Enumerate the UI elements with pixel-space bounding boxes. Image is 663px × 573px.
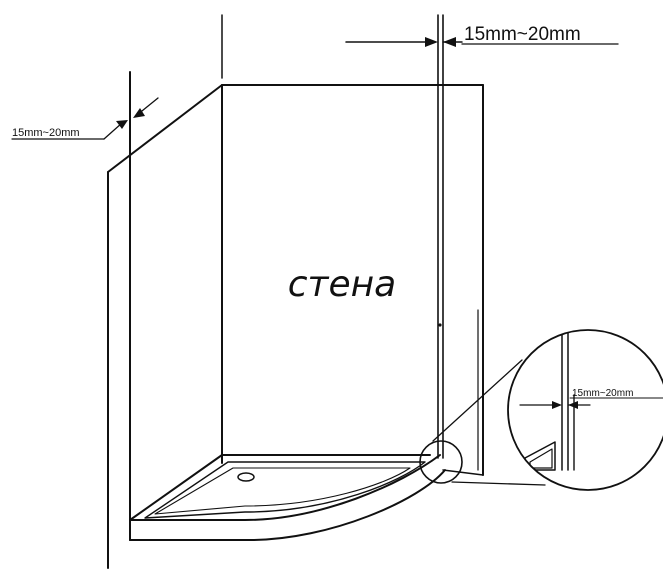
right-glass-panel <box>437 14 484 476</box>
back-wall <box>221 14 484 464</box>
left-side-wall <box>107 71 223 569</box>
drain-icon <box>237 472 255 482</box>
top-left-dimension-label: 15mm~20mm <box>12 127 80 139</box>
shower-tray <box>129 454 484 541</box>
top-left-dimension: 15mm~20mm <box>11 97 159 140</box>
detail-callout: 15mm~20mm <box>419 329 663 491</box>
detail-dimension-label: 15mm~20mm <box>572 388 633 399</box>
wall-label: стена <box>288 264 397 305</box>
top-right-dimension-label: 15mm~20mm <box>464 24 581 45</box>
top-right-dimension: 15mm~20mm <box>345 24 619 47</box>
